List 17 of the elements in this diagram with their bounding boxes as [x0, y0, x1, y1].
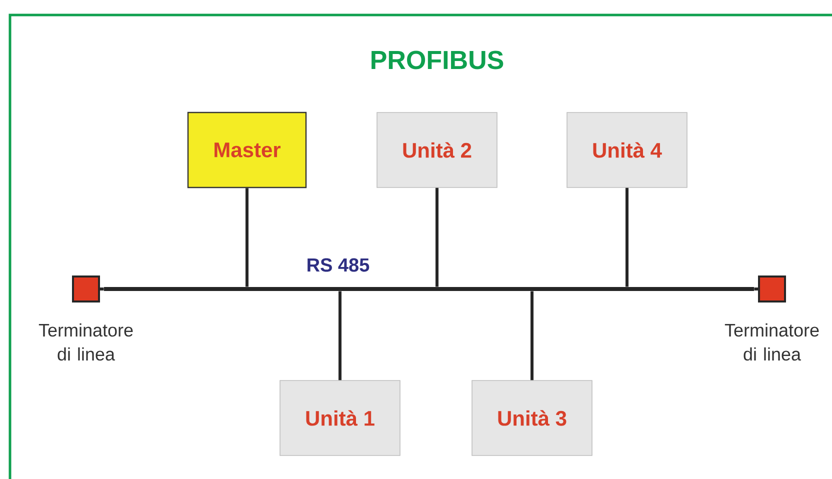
unit-box: Unità 1 [280, 380, 400, 456]
unit-box: Unità 2 [376, 112, 498, 188]
terminator-square [758, 276, 786, 302]
bus-connector [530, 291, 534, 380]
title: PROFIBUS [372, 50, 504, 70]
bus-connector [338, 291, 342, 380]
bus-connector [754, 288, 758, 290]
unit-box: Unità 3 [472, 380, 592, 456]
bus-connector [436, 188, 438, 287]
terminator-label: Terminatore di linea [724, 323, 819, 361]
terminator-square [72, 276, 100, 302]
master-box: Master [187, 112, 307, 188]
terminator-label: Terminatore di linea [38, 323, 133, 361]
unit-box: Unità 4 [566, 112, 688, 188]
bus-connector [100, 288, 104, 290]
bus-connector [626, 188, 628, 287]
bus-connector [246, 188, 248, 287]
